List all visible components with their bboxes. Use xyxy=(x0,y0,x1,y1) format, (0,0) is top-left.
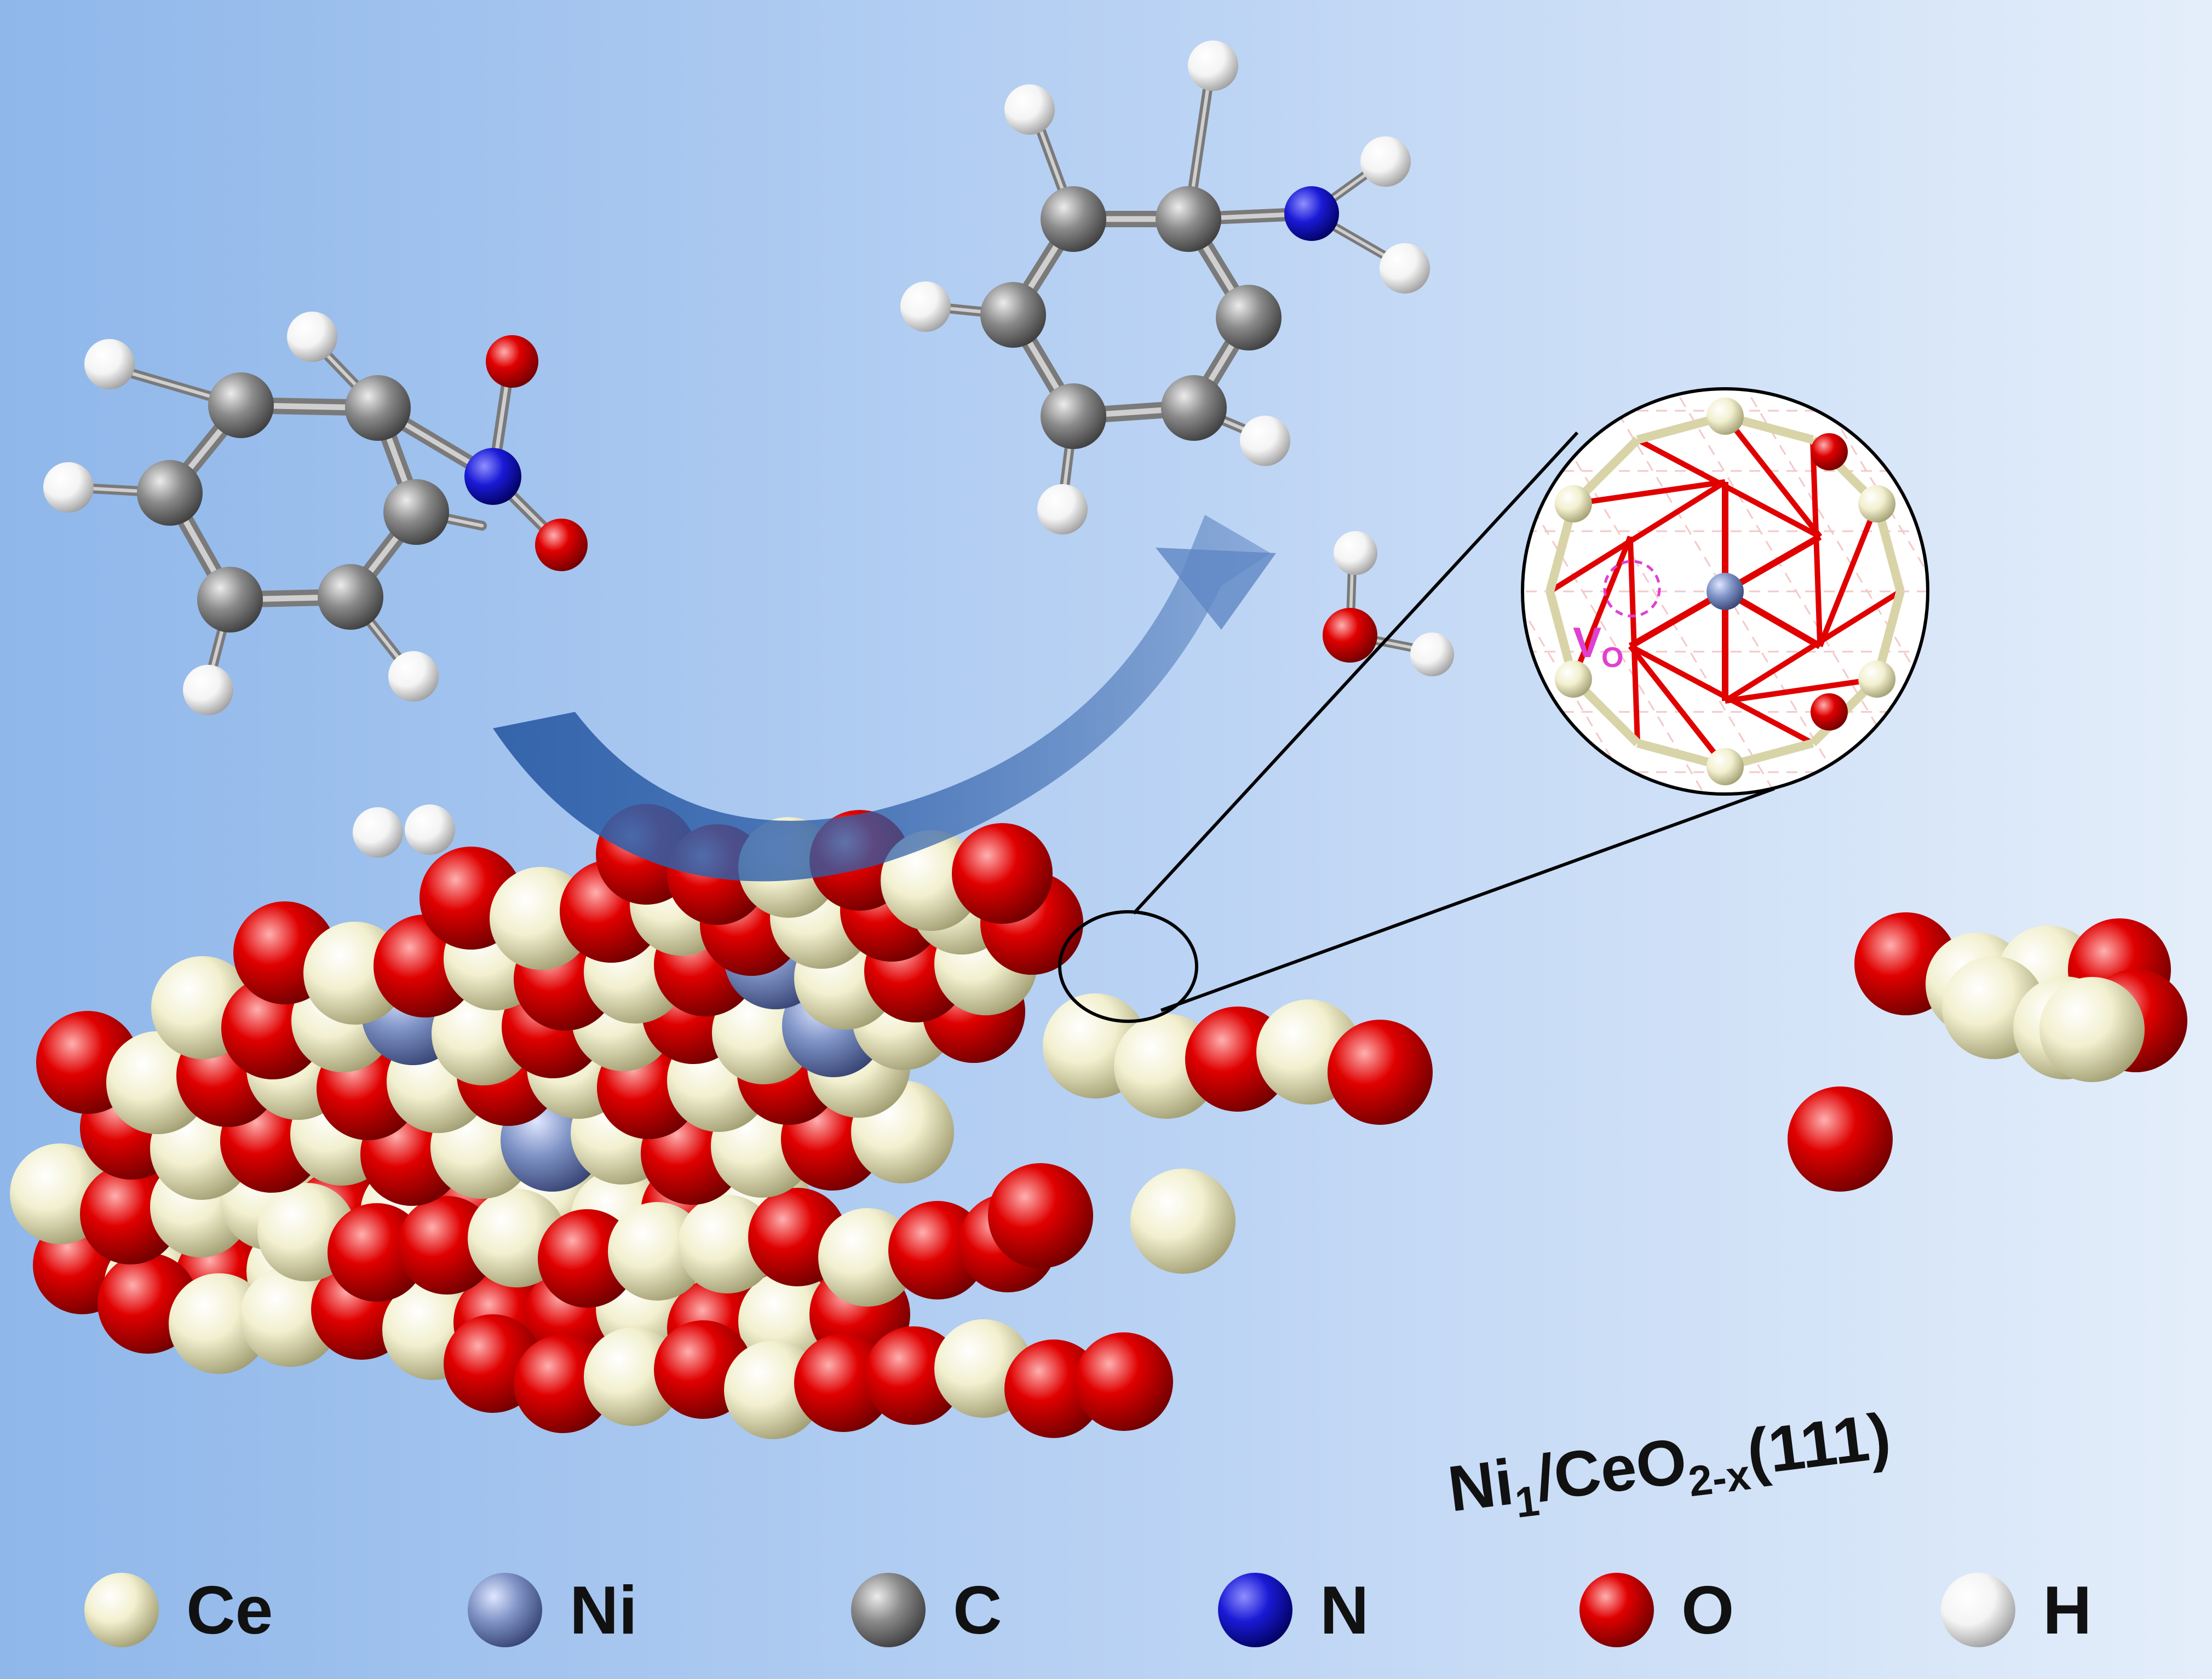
molecules xyxy=(43,41,1454,858)
n-atom xyxy=(1284,186,1339,241)
legend-item-n: N xyxy=(1218,1573,1369,1648)
o-atom xyxy=(988,1163,1093,1268)
h-atom xyxy=(183,665,233,715)
h-atom xyxy=(1334,531,1377,575)
h-atom xyxy=(1004,84,1055,135)
c-atom xyxy=(383,479,449,545)
c-atom xyxy=(345,375,411,441)
o-atom xyxy=(535,519,588,571)
legend-label-c: C xyxy=(953,1573,1002,1648)
arrow-head-icon xyxy=(1156,548,1276,630)
o-atom xyxy=(1323,608,1377,663)
ni-atom xyxy=(1707,573,1744,610)
c-atom xyxy=(1216,285,1282,350)
legend-item-c: C xyxy=(851,1573,1002,1648)
reaction-arrow xyxy=(493,515,1276,882)
ce-atom xyxy=(1554,485,1592,522)
zoom-lines xyxy=(1058,431,1776,1023)
vacancy-label: VO xyxy=(1573,618,1623,674)
legend-item-h: H xyxy=(1941,1573,2092,1648)
ceria-slab xyxy=(10,804,2187,1439)
h-atom-icon xyxy=(1941,1573,2015,1647)
h-atom xyxy=(1037,484,1088,534)
h-atom xyxy=(43,462,94,513)
h-atom xyxy=(405,804,455,855)
zoom-source-ring xyxy=(1058,910,1198,1023)
h-atom xyxy=(353,807,403,858)
c-atom xyxy=(1041,383,1106,449)
ce-atom-icon xyxy=(84,1573,159,1647)
o-atom xyxy=(1075,1332,1173,1431)
o-atom-icon xyxy=(1579,1573,1654,1647)
h-atom xyxy=(1380,243,1430,294)
ce-atom xyxy=(1554,660,1592,698)
ce-atom xyxy=(1707,398,1744,435)
legend-label-o: O xyxy=(1681,1573,1734,1648)
h-atom xyxy=(1188,41,1238,91)
ce-atom xyxy=(1130,1169,1236,1274)
ce-atom xyxy=(1707,748,1744,785)
c-atom xyxy=(1041,186,1106,252)
c-atom xyxy=(980,282,1046,348)
legend-label-ni: Ni xyxy=(570,1573,637,1648)
o-atom xyxy=(1328,1020,1433,1125)
legend-item-o: O xyxy=(1579,1573,1734,1648)
ce-atom xyxy=(1858,485,1896,522)
o-atom xyxy=(1811,693,1848,731)
legend: Ce Ni C N O H xyxy=(84,1573,2092,1648)
legend-label-h: H xyxy=(2043,1573,2092,1648)
n-atom-icon xyxy=(1218,1573,1292,1647)
oxygen-vacancy-icon xyxy=(1603,560,1661,618)
h-atom xyxy=(1410,633,1454,676)
c-atom xyxy=(197,567,263,633)
c-atom xyxy=(137,460,203,526)
c-atom xyxy=(1156,186,1221,252)
o-atom xyxy=(952,823,1053,924)
legend-label-n: N xyxy=(1320,1573,1369,1648)
c-atom xyxy=(318,564,383,630)
h-atom xyxy=(1240,416,1290,466)
h-atom xyxy=(287,312,337,362)
o-atom xyxy=(1811,433,1848,470)
c-atom xyxy=(1161,375,1227,441)
h-atom xyxy=(84,339,135,389)
ni-atom-icon xyxy=(468,1573,542,1647)
legend-item-ce: Ce xyxy=(84,1573,273,1648)
ce-atom xyxy=(1858,660,1896,698)
legend-label-ce: Ce xyxy=(186,1573,273,1648)
h-atom xyxy=(900,281,951,332)
n-atom xyxy=(464,448,521,505)
inset-border xyxy=(1521,387,1929,796)
h-atom xyxy=(388,651,439,702)
h-atom xyxy=(1360,136,1411,187)
ce-atom xyxy=(2039,977,2145,1082)
o-atom xyxy=(486,335,538,388)
legend-item-ni: Ni xyxy=(468,1573,637,1648)
c-atom xyxy=(208,372,274,438)
c-atom-icon xyxy=(851,1573,926,1647)
o-atom xyxy=(1788,1086,1893,1192)
